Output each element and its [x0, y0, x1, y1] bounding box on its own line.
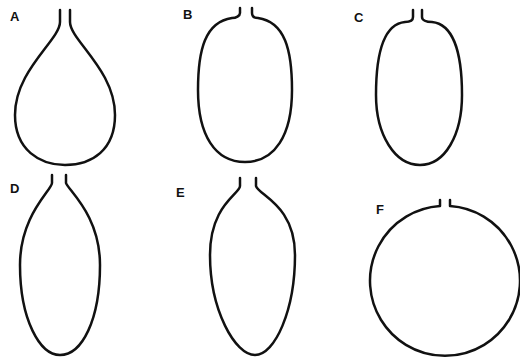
- flask-d: [20, 175, 100, 355]
- flask-f: [370, 200, 520, 356]
- figure-letter: D: [10, 182, 19, 195]
- flask-a: [15, 10, 115, 165]
- figure-letter: E: [176, 186, 185, 199]
- flask-e: [210, 178, 295, 355]
- figure-letter: C: [354, 11, 363, 24]
- flask-c: [376, 10, 462, 165]
- figure-letter: B: [183, 8, 192, 21]
- figure-letter: F: [376, 203, 384, 216]
- flask-b: [198, 8, 292, 162]
- figure-letter: A: [10, 10, 19, 23]
